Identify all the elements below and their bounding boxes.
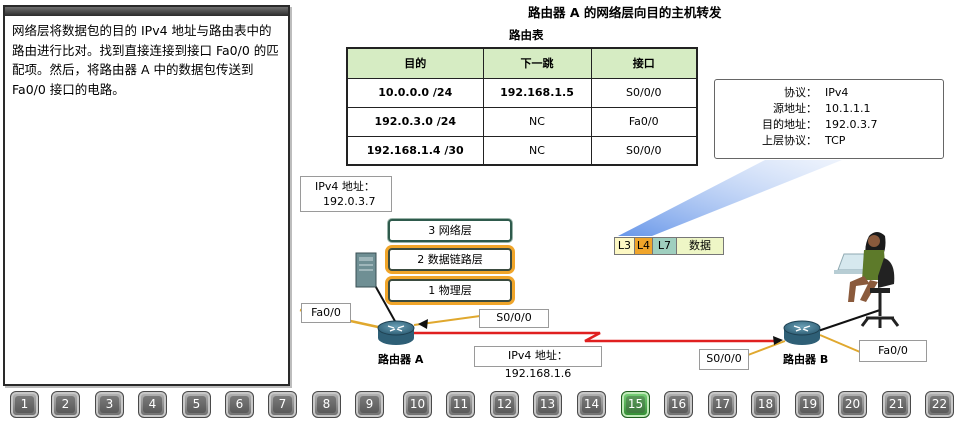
link-ip-label: IPv4 地址：192.168.1.6 — [474, 346, 602, 380]
step-button-10[interactable]: 10 — [403, 391, 432, 418]
packet-data: 数据 — [677, 238, 723, 254]
router-a-fa0-label: Fa0/0 — [301, 303, 351, 323]
host-ip-box: IPv4 地址： 192.0.3.7 — [300, 176, 392, 212]
step-button-7[interactable]: 7 — [268, 391, 297, 418]
cell-interface: S0/0/0 — [590, 135, 698, 166]
step-button-13[interactable]: 13 — [533, 391, 562, 418]
fa0-link-b — [819, 334, 861, 353]
destination-address-label: 目的地址： — [762, 118, 817, 131]
step-button-5[interactable]: 5 — [182, 391, 211, 418]
table-row: 10.0.0.0 /24 192.168.1.5 S0/0/0 — [346, 77, 698, 108]
step-button-4[interactable]: 4 — [138, 391, 167, 418]
step-button-2[interactable]: 2 — [51, 391, 80, 418]
table-row: 192.0.3.0 /24 NC Fa0/0 — [346, 106, 698, 137]
step-button-21[interactable]: 21 — [882, 391, 911, 418]
user-at-laptop-icon — [834, 232, 900, 328]
layer-physical: 1 物理层 — [388, 279, 512, 302]
step-button-15[interactable]: 15 — [621, 391, 650, 418]
page-title: 路由器 A 的网络层向目的主机转发 — [528, 5, 722, 20]
host-ip-value: 192.0.3.7 — [323, 195, 376, 208]
cell-next-hop: 192.168.1.5 — [482, 77, 592, 108]
router-b-name: 路由器 B — [783, 353, 829, 366]
step-button-9[interactable]: 9 — [355, 391, 384, 418]
arrow-b — [773, 336, 783, 345]
step-button-6[interactable]: 6 — [225, 391, 254, 418]
layer-network: 3 网络层 — [388, 219, 512, 242]
network-diagram — [299, 160, 900, 356]
protocol-value: IPv4 — [825, 86, 849, 99]
step-button-17[interactable]: 17 — [708, 391, 737, 418]
cell-destination: 192.168.1.4 /30 — [346, 135, 484, 166]
description-text: 网络层将数据包的目的 IPv4 地址与路由表中的路由进行比对。找到直接连接到接口… — [12, 23, 279, 97]
router-b-fa0-label: Fa0/0 — [859, 340, 927, 362]
source-address-value: 10.1.1.1 — [825, 102, 871, 115]
router-a-s0-label: S0/0/0 — [479, 309, 549, 328]
table-row: 192.168.1.4 /30 NC S0/0/0 — [346, 135, 698, 166]
step-button-20[interactable]: 20 — [838, 391, 867, 418]
routing-table-caption: 路由表 — [509, 28, 544, 42]
arrow-a — [418, 319, 428, 329]
router-b-icon — [783, 320, 821, 345]
routing-table: 目的 下一跳 接口 10.0.0.0 /24 192.168.1.5 S0/0/… — [346, 47, 698, 166]
step-button-16[interactable]: 16 — [664, 391, 693, 418]
step-button-19[interactable]: 19 — [795, 391, 824, 418]
cell-next-hop: NC — [482, 106, 592, 137]
step-button-1[interactable]: 1 — [10, 391, 39, 418]
host-link-b — [817, 309, 881, 332]
s0-link-b-stub — [747, 340, 786, 356]
step-button-22[interactable]: 22 — [925, 391, 954, 418]
zoom-beam — [618, 160, 842, 236]
cell-next-hop: NC — [482, 135, 592, 166]
protocol-label: 协议： — [784, 86, 817, 99]
destination-address-value: 192.0.3.7 — [825, 118, 878, 131]
upper-protocol-value: TCP — [825, 134, 846, 147]
packet-l3: L3 — [615, 238, 635, 254]
source-address-label: 源地址： — [773, 102, 817, 115]
cell-interface: S0/0/0 — [590, 77, 698, 108]
router-a-icon — [377, 320, 415, 345]
step-button-8[interactable]: 8 — [312, 391, 341, 418]
router-a-name: 路由器 A — [378, 353, 424, 366]
server-icon — [355, 252, 377, 288]
upper-protocol-label: 上层协议： — [762, 134, 817, 147]
step-button-11[interactable]: 11 — [446, 391, 475, 418]
packet-encapsulation: L3 L4 L7 数据 — [614, 237, 724, 255]
column-header-destination: 目的 — [346, 47, 484, 79]
cell-destination: 192.0.3.0 /24 — [346, 106, 484, 137]
router-b-s0-label: S0/0/0 — [699, 349, 749, 370]
cell-destination: 10.0.0.0 /24 — [346, 77, 484, 108]
step-button-18[interactable]: 18 — [751, 391, 780, 418]
packet-header-info: 协议： IPv4 源地址： 10.1.1.1 目的地址： 192.0.3.7 上… — [714, 79, 944, 159]
serial-link — [414, 331, 780, 343]
packet-l7: L7 — [653, 238, 677, 254]
description-panel: 网络层将数据包的目的 IPv4 地址与路由表中的路由进行比对。找到直接连接到接口… — [3, 5, 290, 386]
packet-l4: L4 — [635, 238, 653, 254]
step-button-3[interactable]: 3 — [95, 391, 124, 418]
cell-interface: Fa0/0 — [590, 106, 698, 137]
host-ip-label: IPv4 地址： — [315, 180, 375, 193]
step-navigation: 1 2 3 4 5 6 7 8 9 10 11 12 13 14 15 16 1… — [0, 386, 959, 422]
step-button-14[interactable]: 14 — [577, 391, 606, 418]
step-button-12[interactable]: 12 — [490, 391, 519, 418]
layer-data-link: 2 数据链路层 — [388, 248, 512, 271]
